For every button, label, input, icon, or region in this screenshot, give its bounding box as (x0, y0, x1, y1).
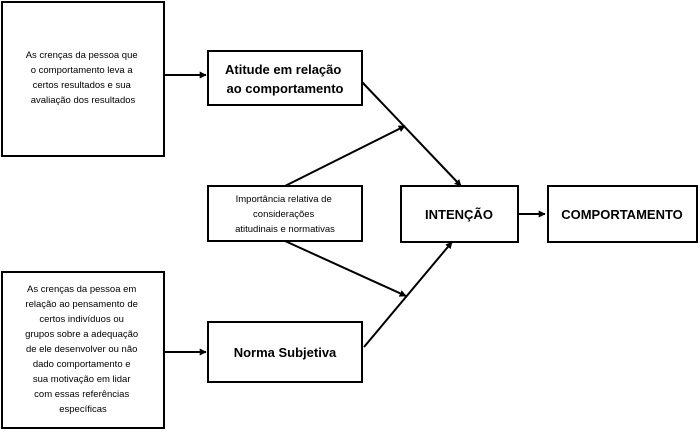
arrow-importancia-to-upper (284, 125, 406, 187)
box-comportamento-text: COMPORTAMENTO (561, 207, 683, 222)
arrow-atitude-to-intencao (361, 81, 462, 187)
box-importancia-relativa: Importância relativa de considerações at… (207, 185, 363, 242)
box-crencas-normativas: As crenças da pessoa em relação ao pensa… (1, 271, 165, 429)
box-intencao-text: INTENÇÃO (425, 207, 493, 222)
box-atitude: Atitude em relação ao comportamento (207, 50, 363, 106)
box-comportamento: COMPORTAMENTO (547, 185, 698, 243)
box-importancia-relativa-text: Importância relativa de considerações at… (235, 194, 335, 235)
box-crencas-normativas-text: As crenças da pessoa em relação ao pensa… (25, 284, 141, 415)
arrow-norma-to-intencao (363, 241, 453, 348)
box-norma-subjetiva-text: Norma Subjetiva (234, 345, 337, 360)
box-atitude-text: Atitude em relação ao comportamento (225, 62, 345, 96)
box-crencas-resultados: As crenças da pessoa que o comportamento… (1, 1, 165, 157)
box-norma-subjetiva: Norma Subjetiva (207, 321, 363, 383)
arrow-importancia-to-lower (284, 240, 407, 297)
box-crencas-resultados-text: As crenças da pessoa que o comportamento… (26, 50, 141, 106)
box-intencao: INTENÇÃO (400, 185, 519, 243)
